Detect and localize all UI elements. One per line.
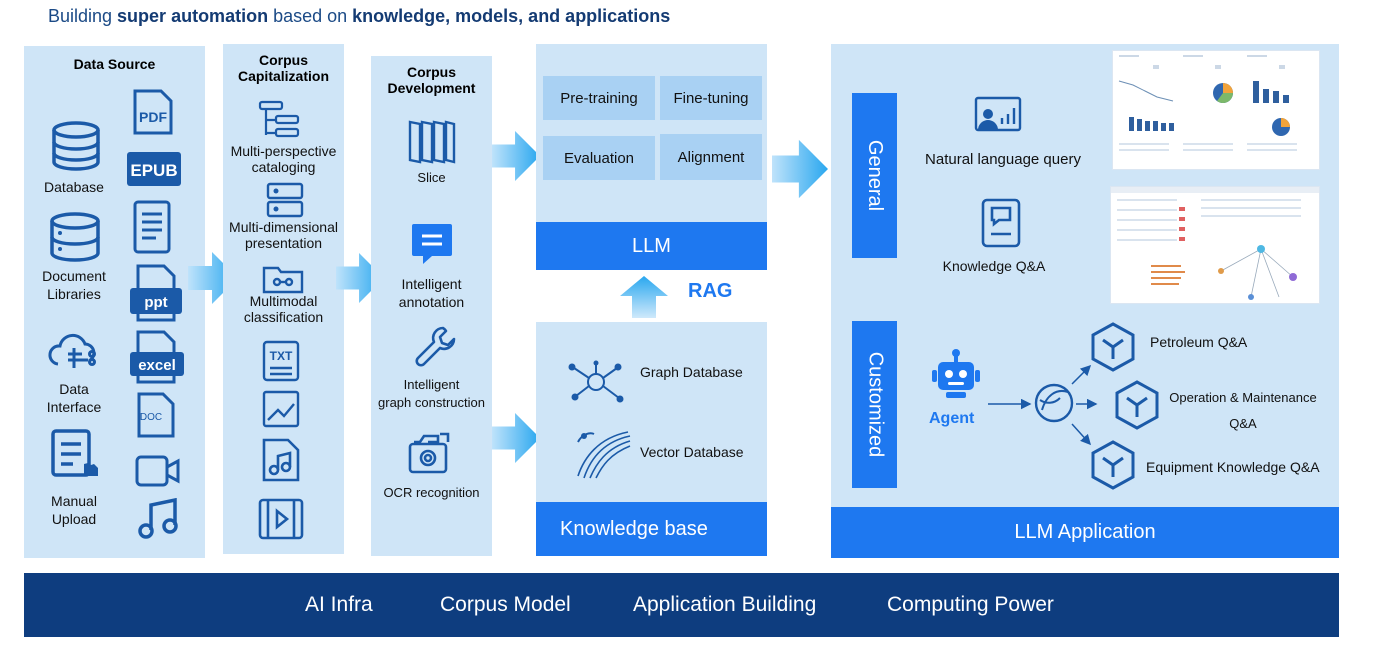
nl-query-icon [974, 96, 1022, 132]
doc-icon: DOC [137, 392, 175, 438]
slice-label: Slice [417, 170, 446, 185]
ocr-label: OCR recognition [383, 485, 480, 500]
flow-arrow-5 [772, 139, 828, 199]
dashboard-thumbnail [1112, 50, 1320, 170]
customized-label: Customized [852, 321, 897, 488]
agent-flow-connector [988, 364, 1098, 446]
data-interface-icon [48, 333, 96, 368]
agent-robot-icon [932, 349, 980, 398]
music-icon [138, 498, 178, 539]
epub-icon: EPUB [127, 152, 181, 186]
manual-upload-label: Manual Upload [51, 493, 97, 527]
excel-icon: excel [130, 330, 184, 384]
fine-tuning-box: Fine-tuning [660, 76, 762, 120]
video-file-icon [258, 498, 304, 540]
corpus-capitalization-heading: Corpus Capitalization [237, 52, 329, 84]
document-libraries-icon [50, 212, 100, 262]
database-label: Database [44, 179, 104, 195]
alignment-box: Alignment [660, 134, 762, 180]
qa-screen-thumbnail [1110, 186, 1320, 304]
infrastructure-footer: AI Infra Corpus Model Application Buildi… [24, 573, 1339, 637]
flow-arrow-3 [492, 131, 540, 181]
om-qa-label: Operation & Maintenance Q&A [1169, 390, 1317, 431]
llm-label: LLM [536, 222, 767, 270]
svg-text:PDF: PDF [139, 109, 167, 125]
data-interface-label: Data Interface [46, 381, 102, 415]
flow-arrow-4 [492, 413, 540, 463]
manual-upload-icon [51, 429, 98, 477]
agent-label: Agent [929, 410, 975, 427]
vector-database-icon [577, 431, 631, 479]
equipment-qa-icon [1091, 440, 1135, 490]
svg-text:TXT: TXT [270, 349, 293, 363]
graph-construction-label: Intelligent graph construction [378, 377, 485, 410]
wrench-icon [415, 326, 456, 367]
graph-database-label: Graph Database [640, 364, 743, 380]
footer-ai-infra: AI Infra [305, 593, 373, 616]
classification-icon [262, 266, 304, 294]
knowledge-qa-label: Knowledge Q&A [942, 258, 1046, 274]
camera-icon [408, 432, 450, 474]
knowledge-base-label: Knowledge base [536, 502, 767, 556]
diagram-title: Building super automation based on knowl… [48, 6, 671, 26]
pre-training-box: Pre-training [543, 76, 655, 120]
video-icon [135, 455, 180, 487]
flow-arrow-2 [336, 253, 384, 303]
corpus-development-heading: Corpus Development [387, 64, 476, 96]
knowledge-qa-icon [981, 198, 1021, 248]
equipment-qa-label: Equipment Knowledge Q&A [1146, 459, 1320, 475]
audio-file-icon [262, 438, 300, 482]
footer-computing-power: Computing Power [887, 593, 1054, 616]
svg-text:excel: excel [138, 357, 176, 374]
document-libraries-label: Document Libraries [42, 268, 106, 302]
presentation-label: Multi-dimensional presentation [229, 219, 338, 251]
slice-icon [408, 120, 456, 164]
pdf-icon: PDF [133, 89, 173, 135]
nl-query-label: Natural language query [925, 151, 1081, 168]
evaluation-box: Evaluation [543, 136, 655, 180]
data-source-heading: Data Source [73, 56, 156, 72]
petroleum-qa-icon [1091, 322, 1135, 372]
ebook-icon [133, 200, 171, 254]
cataloging-label: Multi-perspective cataloging [230, 143, 337, 175]
database-icon [52, 121, 100, 171]
cataloging-icon [258, 100, 300, 138]
footer-corpus-model: Corpus Model [440, 593, 571, 616]
ppt-icon: ppt [130, 264, 182, 322]
graph-database-icon [568, 360, 624, 403]
annotation-icon [412, 224, 452, 264]
image-icon [262, 390, 300, 428]
om-qa-icon [1115, 380, 1159, 430]
annotation-label: Intelligent annotation [398, 276, 465, 310]
svg-text:EPUB: EPUB [130, 161, 177, 180]
vector-database-label: Vector Database [640, 444, 744, 460]
svg-text:ppt: ppt [144, 294, 167, 311]
presentation-icon [266, 182, 304, 218]
petroleum-qa-label: Petroleum Q&A [1150, 334, 1248, 350]
txt-icon: TXT [262, 340, 300, 382]
rag-label: RAG [688, 280, 733, 302]
llm-application-label: LLM Application [831, 507, 1339, 558]
general-label: General [852, 93, 897, 258]
classification-label: Multimodal classification [243, 293, 324, 325]
footer-application-building: Application Building [633, 593, 817, 616]
rag-up-arrow [620, 276, 668, 318]
flow-arrow-1 [188, 252, 238, 304]
svg-text:DOC: DOC [140, 412, 162, 423]
